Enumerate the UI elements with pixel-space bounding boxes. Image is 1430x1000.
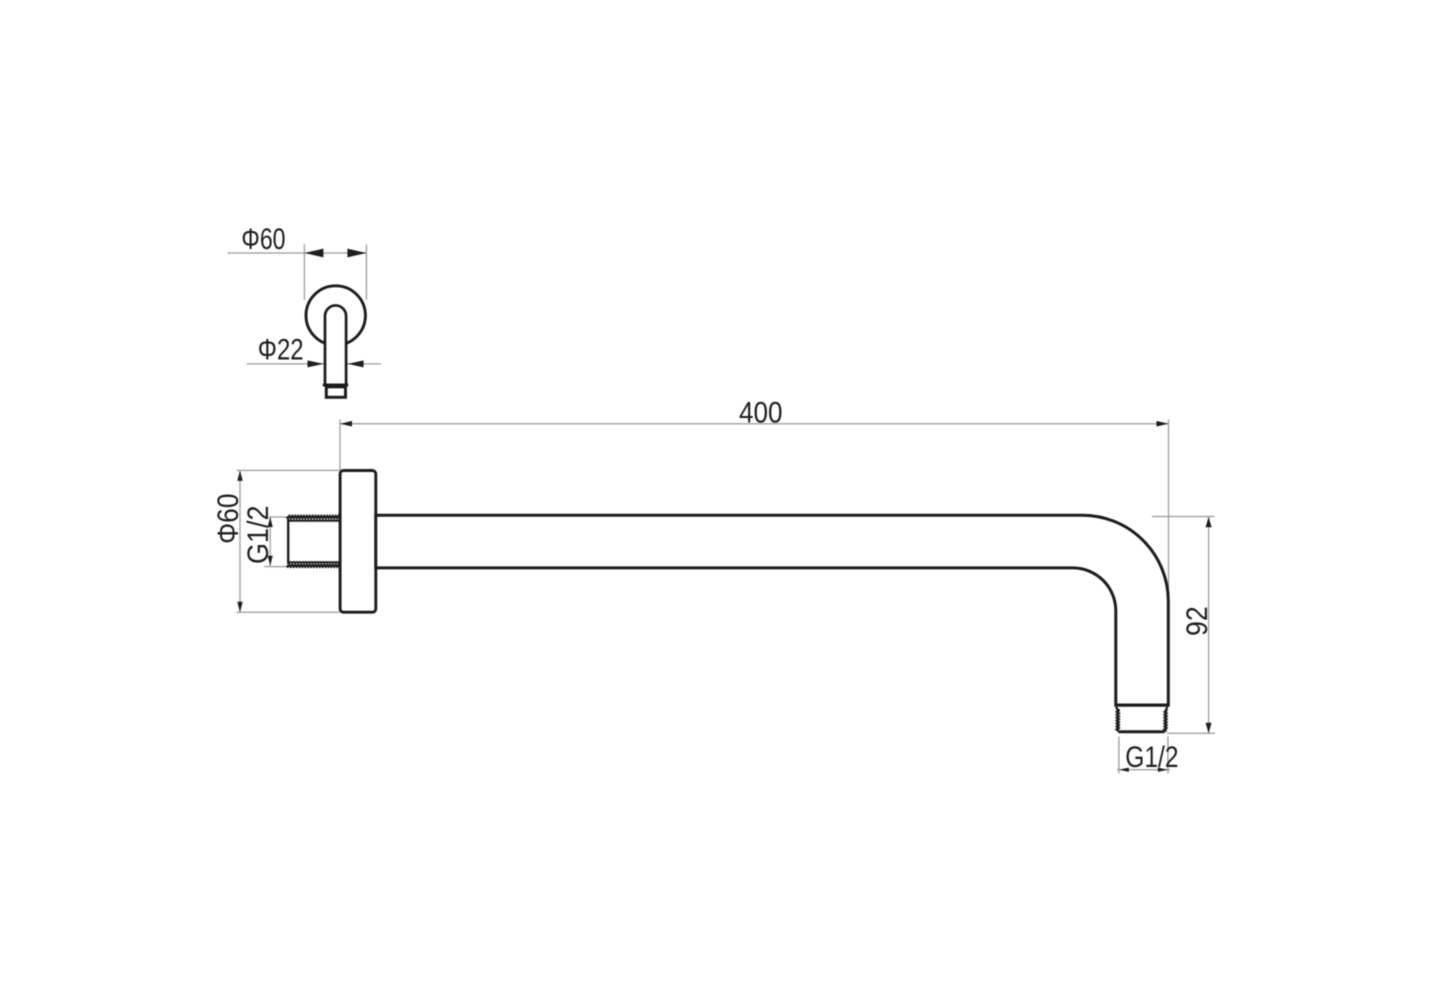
- svg-text:Φ60: Φ60: [210, 493, 244, 543]
- svg-text:G1/2: G1/2: [1125, 740, 1178, 774]
- svg-text:G1/2: G1/2: [242, 506, 276, 564]
- svg-text:400: 400: [739, 396, 783, 429]
- svg-text:Φ60: Φ60: [241, 222, 285, 256]
- svg-text:92: 92: [1181, 606, 1215, 636]
- svg-text:Φ22: Φ22: [258, 332, 304, 366]
